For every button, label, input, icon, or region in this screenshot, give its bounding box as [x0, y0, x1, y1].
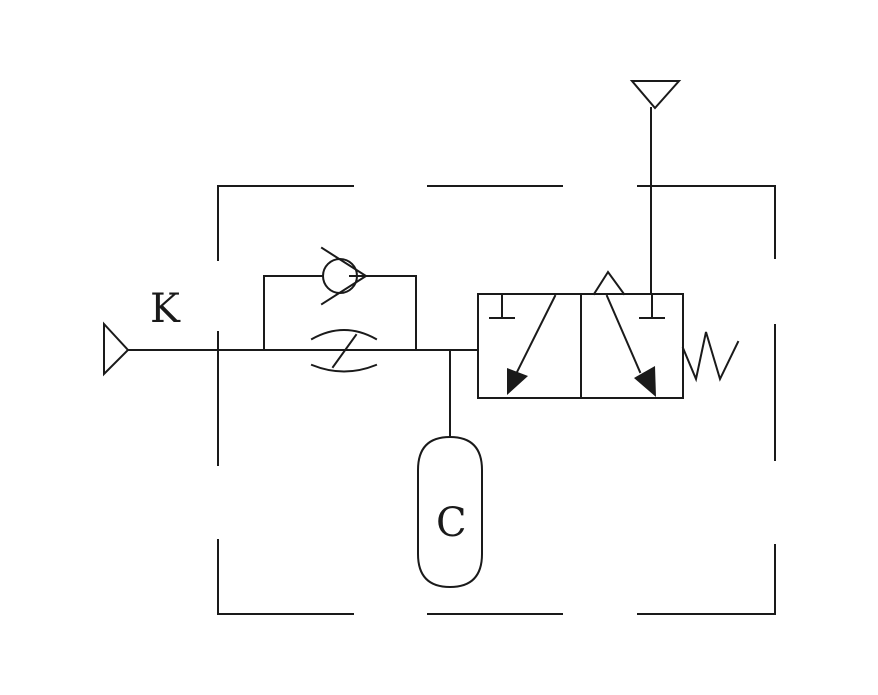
enclosure-boundary: [217, 185, 776, 615]
supply-port: [629, 80, 682, 295]
adjust-arrow-line: [331, 333, 358, 369]
control-port-k: K: [103, 286, 181, 377]
bypass-loop: [263, 275, 323, 351]
flow-arrow-left: [507, 368, 528, 395]
air-reservoir: C: [417, 435, 483, 589]
reservoir-body: [417, 435, 483, 589]
adjustable-throttle: [310, 329, 378, 373]
exhaust-triangle: [592, 270, 626, 296]
flow-arrow-right: [634, 366, 656, 397]
return-spring: [681, 331, 740, 383]
blocked-port-right: [639, 295, 665, 319]
reservoir-label: C: [436, 500, 467, 546]
blocked-port-left: [489, 295, 515, 319]
supply-triangle: [629, 80, 682, 110]
flow-line-left: [515, 294, 557, 374]
flow-line-right: [605, 294, 642, 374]
check-valve-bypass: [263, 246, 417, 351]
check-valve-seat: [320, 246, 368, 306]
port-triangle: [103, 321, 130, 377]
directional-valve-3-2: [477, 270, 740, 399]
port-k-label: K: [150, 286, 181, 332]
